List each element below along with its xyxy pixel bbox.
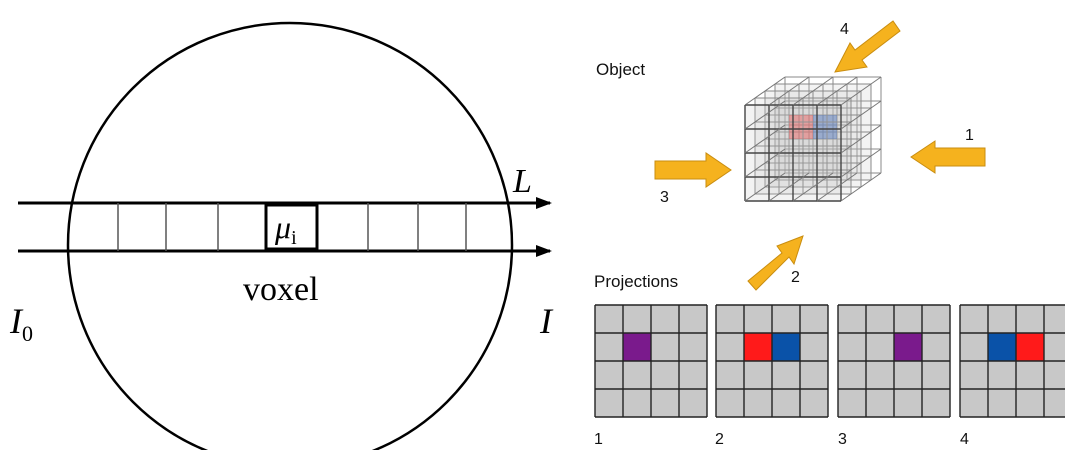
projection-highlight-purple xyxy=(623,333,651,361)
cube-layer xyxy=(744,104,842,202)
object-circle xyxy=(66,21,514,450)
cube-depth-line xyxy=(792,172,834,202)
projections-label: Projections xyxy=(594,272,678,291)
arrow-label-1: 1 xyxy=(965,127,974,144)
cube-depth-line xyxy=(840,76,882,106)
projection-highlight-red xyxy=(1016,333,1044,361)
cube-depth-line xyxy=(744,148,786,178)
cube-depth-line xyxy=(792,76,834,106)
projection-highlight-blue xyxy=(988,333,1016,361)
transmitted-intensity-label: I xyxy=(539,301,554,341)
projection-highlight-purple xyxy=(894,333,922,361)
incident-intensity-label: I0 xyxy=(9,301,33,346)
arrow-label-3: 3 xyxy=(660,189,669,206)
arrow-1-icon xyxy=(910,140,986,174)
arrow-label-2: 2 xyxy=(791,269,800,286)
projection-label-4: 4 xyxy=(960,431,969,448)
voxel-cube xyxy=(744,76,882,202)
arrow-4-icon xyxy=(834,20,901,73)
cube-depth-line xyxy=(744,124,786,154)
cube-depth-line xyxy=(816,172,858,202)
projection-label-1: 1 xyxy=(594,431,603,448)
cube-depth-line xyxy=(840,124,882,154)
cube-depth-line xyxy=(768,172,810,202)
projection-grids xyxy=(594,304,1065,418)
projection-grid-2 xyxy=(715,304,829,418)
cube-layer xyxy=(754,97,852,195)
cube-depth-line xyxy=(840,100,882,130)
mu-label: μi xyxy=(274,209,297,249)
voxel-dividers xyxy=(117,203,467,251)
projection-grid-1 xyxy=(594,304,708,418)
cube-depth-line xyxy=(744,76,786,106)
projection-label-3: 3 xyxy=(838,431,847,448)
cube-depth-line xyxy=(840,148,882,178)
attenuation-diagram: μi voxel L I0 I xyxy=(9,21,554,450)
path-length-label: L xyxy=(512,163,532,200)
projection-highlight-blue xyxy=(772,333,800,361)
arrow-label-4: 4 xyxy=(840,21,849,38)
projection-grid-4 xyxy=(959,304,1065,418)
cube-depth-line xyxy=(816,76,858,106)
cube-layer xyxy=(784,76,882,174)
cube-depth-line xyxy=(840,172,882,202)
cube-depth-line xyxy=(768,76,810,106)
arrow-3-icon xyxy=(654,152,732,188)
highlighted-voxel xyxy=(264,203,319,251)
ct-projection-diagram: Object Projections 1 2 3 4 1 2 3 4 xyxy=(594,20,1065,448)
projection-label-2: 2 xyxy=(715,431,724,448)
cube-depth-line xyxy=(744,172,786,202)
projection-highlight-red xyxy=(744,333,772,361)
projection-arrows xyxy=(654,20,986,291)
voxel-label: voxel xyxy=(243,271,319,308)
projection-grid-3 xyxy=(837,304,951,418)
arrow-2-icon xyxy=(747,235,804,291)
cube-depth-line xyxy=(744,100,786,130)
object-label: Object xyxy=(596,60,645,79)
cube-layer xyxy=(764,90,862,188)
